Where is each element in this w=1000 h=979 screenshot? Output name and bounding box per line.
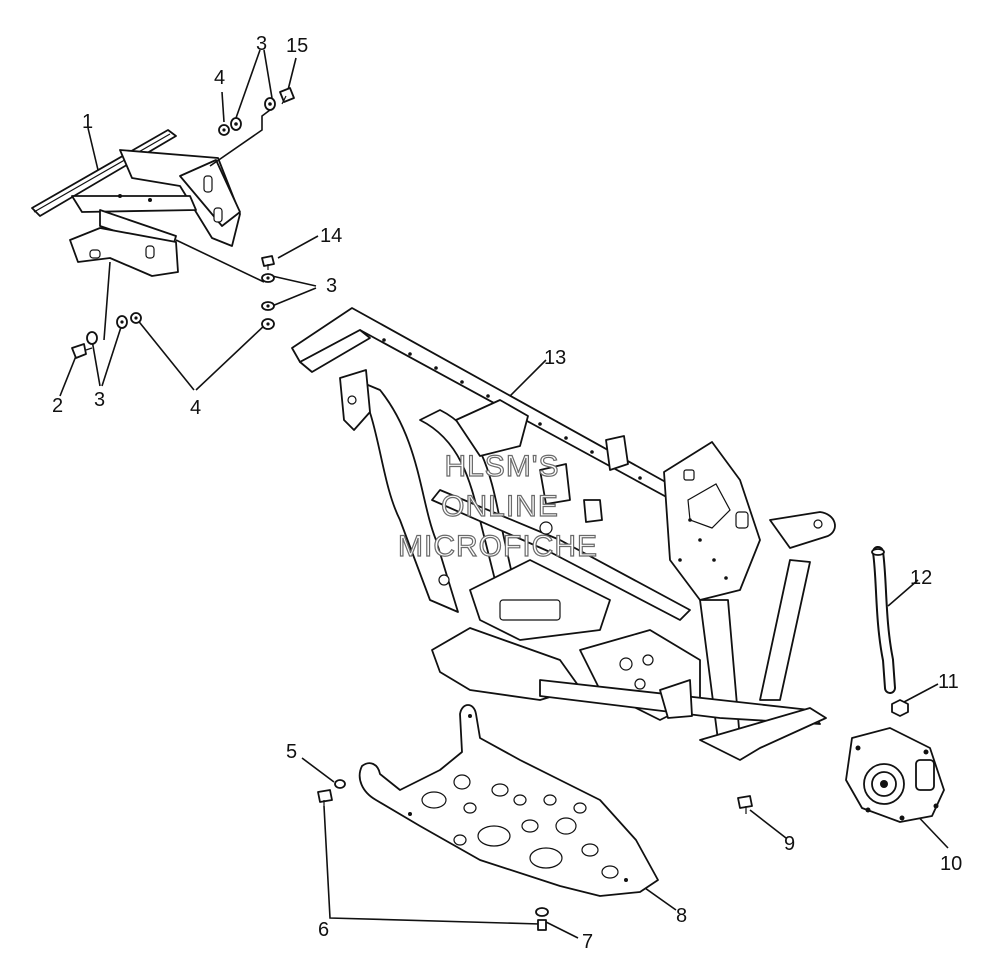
gearcase [845,727,945,823]
callout-14: 14 [320,225,342,247]
callout-12: 12 [910,567,932,589]
callout-6: 6 [318,919,329,941]
bolt-14 [261,255,275,270]
leader-lines [59,49,949,939]
callout-8: 8 [676,905,687,927]
washer-5 [334,779,346,789]
callout-1: 1 [82,111,93,133]
watermark-line-3: MICROFICHE [398,530,598,563]
vent-hose [871,546,896,694]
watermark-line-1: HLSM'S [444,450,559,483]
washer-top-a [230,117,242,131]
callout-15: 15 [286,35,308,57]
rivet-7 [535,907,549,931]
bolt-2 [71,343,93,359]
nut-mid [261,318,275,330]
nut-low [130,312,142,324]
washer-mid-a [261,273,275,283]
watermark-line-2: ONLINE [441,490,559,523]
callout-10: 10 [940,853,962,875]
hardware [71,87,909,931]
callout-3c: 3 [94,389,105,411]
callout-3a: 3 [256,33,267,55]
washer-low-b [116,315,128,329]
washer-mid-b [261,301,275,311]
callout-7: 7 [582,931,593,953]
bolt-6 [317,789,333,806]
callout-2: 2 [52,395,63,417]
nut-11 [891,699,909,717]
callout-13: 13 [544,347,566,369]
washer-top-b [264,97,276,111]
callout-4b: 4 [190,397,201,419]
skid-plate [358,704,659,897]
callout-5: 5 [286,741,297,763]
nut-top [218,124,230,136]
washer-low-a [86,331,98,345]
front-bumper-bracket [31,129,241,277]
callout-4a: 4 [214,67,225,89]
main-frame [291,307,836,761]
callout-numbers: 1 2 3 3 3 4 4 5 6 7 8 9 10 11 12 13 14 1… [52,33,962,953]
bolt-9 [737,795,753,814]
watermark: HLSM'S ONLINE MICROFICHE [397,449,598,563]
callout-3b: 3 [326,275,337,297]
bolt-15 [279,87,295,105]
callout-9: 9 [784,833,795,855]
callout-11: 11 [938,671,959,693]
